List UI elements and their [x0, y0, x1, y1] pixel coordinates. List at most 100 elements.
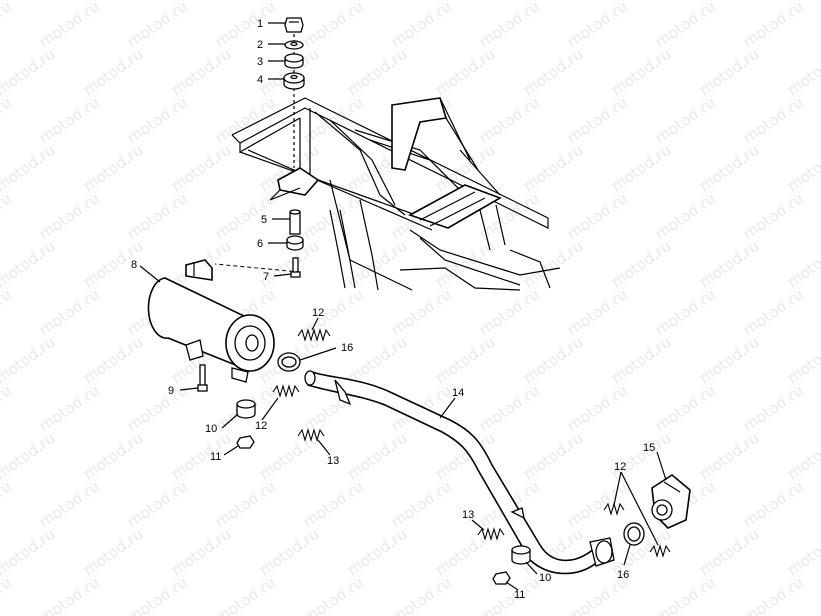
- watermark-text: motod.ru: [36, 93, 103, 147]
- watermark-text: motod.ru: [300, 477, 367, 531]
- callout-11-right: 11: [514, 589, 525, 601]
- callout-10-right: 10: [539, 572, 551, 584]
- watermark-text: motod.ru: [124, 573, 191, 616]
- watermark-text: motod.ru: [652, 93, 719, 147]
- watermark-text: motod.ru: [564, 93, 631, 147]
- watermark-text: motod.ru: [256, 429, 323, 483]
- callout-13-lower: 13: [462, 509, 474, 521]
- callout-8: 8: [131, 259, 137, 271]
- watermark-text: motod.ru: [344, 45, 411, 99]
- callout-16-lower: 16: [617, 569, 629, 581]
- watermark-text: motod.ru: [784, 525, 821, 579]
- watermark-text: motod.ru: [520, 141, 587, 195]
- watermark-text: motod.ru: [608, 45, 675, 99]
- callout-10-left: 10: [205, 423, 217, 435]
- watermark-text: motod.ru: [564, 285, 631, 339]
- watermark-text: motod.ru: [696, 333, 763, 387]
- spring-part-12-middle: [272, 384, 300, 398]
- gasket-part-16-upper: [277, 352, 301, 372]
- watermark-text: motod.ru: [520, 237, 587, 291]
- watermark-text: motod.ru: [0, 477, 15, 531]
- watermark-text: motod.ru: [256, 45, 323, 99]
- watermark-text: motod.ru: [36, 477, 103, 531]
- watermark-text: motod.ru: [212, 477, 279, 531]
- callout-12-middle: 12: [255, 420, 267, 432]
- watermark-text: motod.ru: [36, 285, 103, 339]
- watermark-text: motod.ru: [476, 285, 543, 339]
- watermark-text: motod.ru: [212, 189, 279, 243]
- watermark-text: motod.ru: [168, 525, 235, 579]
- watermark-text: motod.ru: [300, 573, 367, 616]
- watermark-text: motod.ru: [0, 333, 59, 387]
- watermark-text: motod.ru: [80, 525, 147, 579]
- callout-2: 2: [257, 39, 263, 51]
- muffler-part-8: [147, 259, 275, 383]
- gasket-part-16-lower: [623, 522, 645, 546]
- watermark-text: motod.ru: [0, 525, 59, 579]
- watermark-text: motod.ru: [124, 93, 191, 147]
- callout-12-upper: 12: [312, 307, 324, 319]
- watermark-text: motod.ru: [432, 333, 499, 387]
- watermark-text: motod.ru: [564, 381, 631, 435]
- watermark-text: motod.ru: [564, 0, 631, 51]
- callout-6: 6: [257, 238, 263, 250]
- bolt-part-9: [197, 364, 208, 392]
- watermark-text: motod.ru: [784, 333, 821, 387]
- watermark-text: motod.ru: [0, 93, 15, 147]
- spring-part-13-lower: [477, 527, 505, 541]
- spring-part-12-right-a: [603, 502, 625, 516]
- watermark-text: motod.ru: [696, 525, 763, 579]
- watermark-text: motod.ru: [476, 93, 543, 147]
- watermark-text: motod.ru: [388, 573, 455, 616]
- callout-labels: 1 2 3 4 5 6 7 8 9 10 10 11 11 12 12 12 1…: [131, 18, 655, 601]
- callout-12-right: 12: [614, 461, 626, 473]
- watermark-text: motod.ru: [740, 477, 807, 531]
- callout-16-upper: 16: [341, 342, 353, 354]
- watermark-text: motod.ru: [0, 429, 59, 483]
- watermark-text: motod.ru: [300, 0, 367, 51]
- watermark-text: motod.ru: [80, 45, 147, 99]
- callout-13-upper: 13: [327, 455, 339, 467]
- bushing-part-3: [284, 53, 304, 69]
- watermark-text: motod.ru: [564, 189, 631, 243]
- watermark-text: motod.ru: [652, 285, 719, 339]
- mount-hardware: [214, 17, 305, 278]
- callout-1: 1: [257, 18, 263, 30]
- watermark-text: motod.ru: [80, 429, 147, 483]
- watermark-text: motod.ru: [124, 477, 191, 531]
- watermark-text: motod.ru: [432, 45, 499, 99]
- washer-part-2: [284, 40, 304, 50]
- watermark-text: motod.ru: [80, 333, 147, 387]
- watermark-text: motod.ru: [168, 429, 235, 483]
- watermark-text: motod.ru: [344, 429, 411, 483]
- watermark-text: motod.ru: [476, 0, 543, 51]
- spring-part-12-right-b: [649, 544, 671, 558]
- exhaust-pipe-part-14: [304, 370, 615, 575]
- nut-part-11-left: [236, 435, 255, 449]
- callout-15: 15: [643, 442, 655, 454]
- watermark-text: motod.ru: [740, 573, 807, 616]
- nut-part-11-right: [492, 571, 511, 585]
- watermark-text: motod.ru: [256, 525, 323, 579]
- watermark-text: motod.ru: [0, 45, 59, 99]
- watermark-text: motod.ru: [652, 381, 719, 435]
- watermark-text: motod.ru: [0, 285, 15, 339]
- callout-7: 7: [263, 271, 269, 283]
- grommet-part-6: [286, 235, 304, 251]
- watermark-text: motod.ru: [696, 429, 763, 483]
- watermark-text: motod.ru: [344, 525, 411, 579]
- callout-4: 4: [257, 74, 263, 86]
- spring-part-13-upper: [297, 428, 325, 442]
- watermark-text: motod.ru: [740, 93, 807, 147]
- watermark-text: motod.ru: [740, 0, 807, 51]
- watermark-text: motod.ru: [80, 141, 147, 195]
- callout-9: 9: [168, 385, 174, 397]
- watermark-text: motod.ru: [168, 45, 235, 99]
- spacer-part-5: [289, 209, 301, 235]
- callout-5: 5: [261, 214, 267, 226]
- watermark-text: motod.ru: [784, 237, 821, 291]
- watermark-text: motod.ru: [388, 0, 455, 51]
- watermark-text: motod.ru: [740, 189, 807, 243]
